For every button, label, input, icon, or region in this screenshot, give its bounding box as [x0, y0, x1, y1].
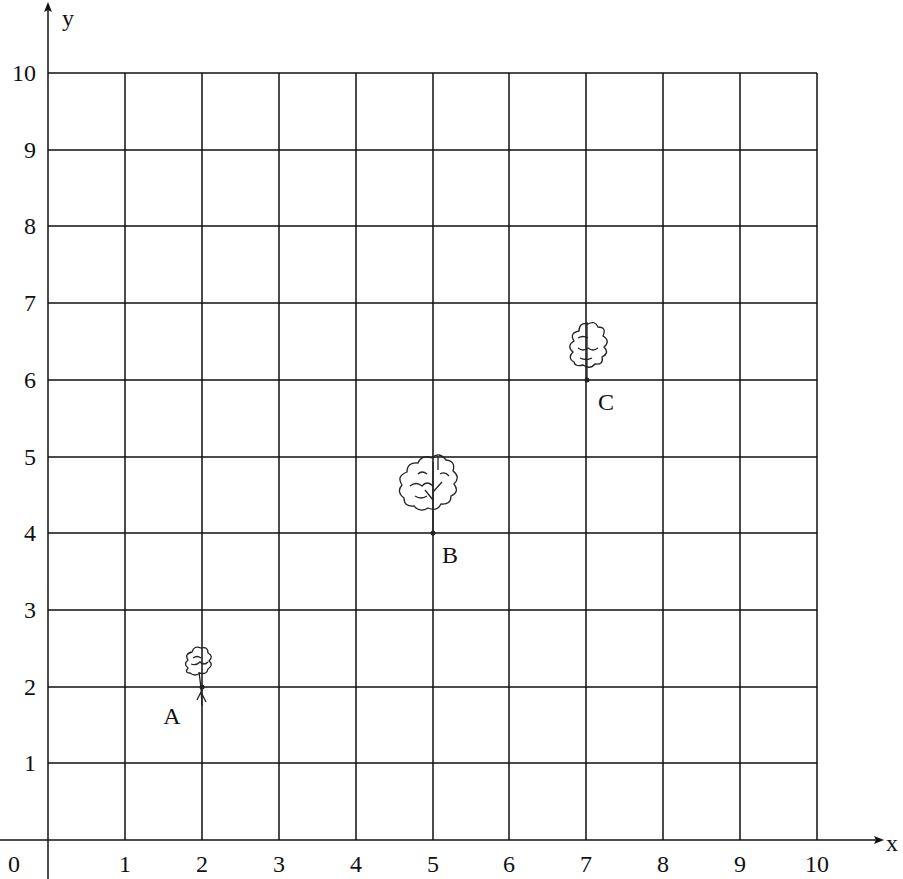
tick-label: 1: [118, 852, 132, 876]
tick-label: 5: [23, 445, 37, 469]
tree-a: [186, 647, 212, 706]
grid-lines: [48, 73, 817, 840]
tick-label: 2: [23, 675, 37, 699]
point-label: C: [597, 390, 615, 414]
tree-b: [399, 455, 457, 536]
tick-label: 6: [23, 368, 37, 392]
tick-label: 2: [195, 852, 209, 876]
tick-label: 7: [579, 852, 593, 876]
tick-label: 5: [426, 852, 440, 876]
origin-label: 0: [7, 852, 21, 876]
tick-label: 10: [11, 61, 37, 85]
tick-label: 10: [804, 852, 830, 876]
tick-label: 1: [23, 751, 37, 775]
y-axis-arrow: [44, 2, 52, 12]
tick-label: 4: [23, 521, 37, 545]
tick-label: 9: [733, 852, 747, 876]
tick-label: 8: [656, 852, 670, 876]
axis-name: x: [885, 831, 899, 855]
point-label: B: [441, 543, 459, 567]
tick-label: 3: [23, 598, 37, 622]
tick-label: 9: [23, 138, 37, 162]
axis-name: y: [61, 6, 75, 30]
tick-label: 4: [349, 852, 363, 876]
x-axis: [0, 839, 880, 841]
tick-label: 6: [502, 852, 516, 876]
point-label: A: [162, 704, 181, 728]
tick-label: 7: [23, 291, 37, 315]
y-axis: [47, 6, 49, 879]
tick-label: 3: [272, 852, 286, 876]
tick-label: 8: [23, 214, 37, 238]
tree-c: [570, 322, 608, 383]
x-axis-arrow: [874, 836, 884, 844]
